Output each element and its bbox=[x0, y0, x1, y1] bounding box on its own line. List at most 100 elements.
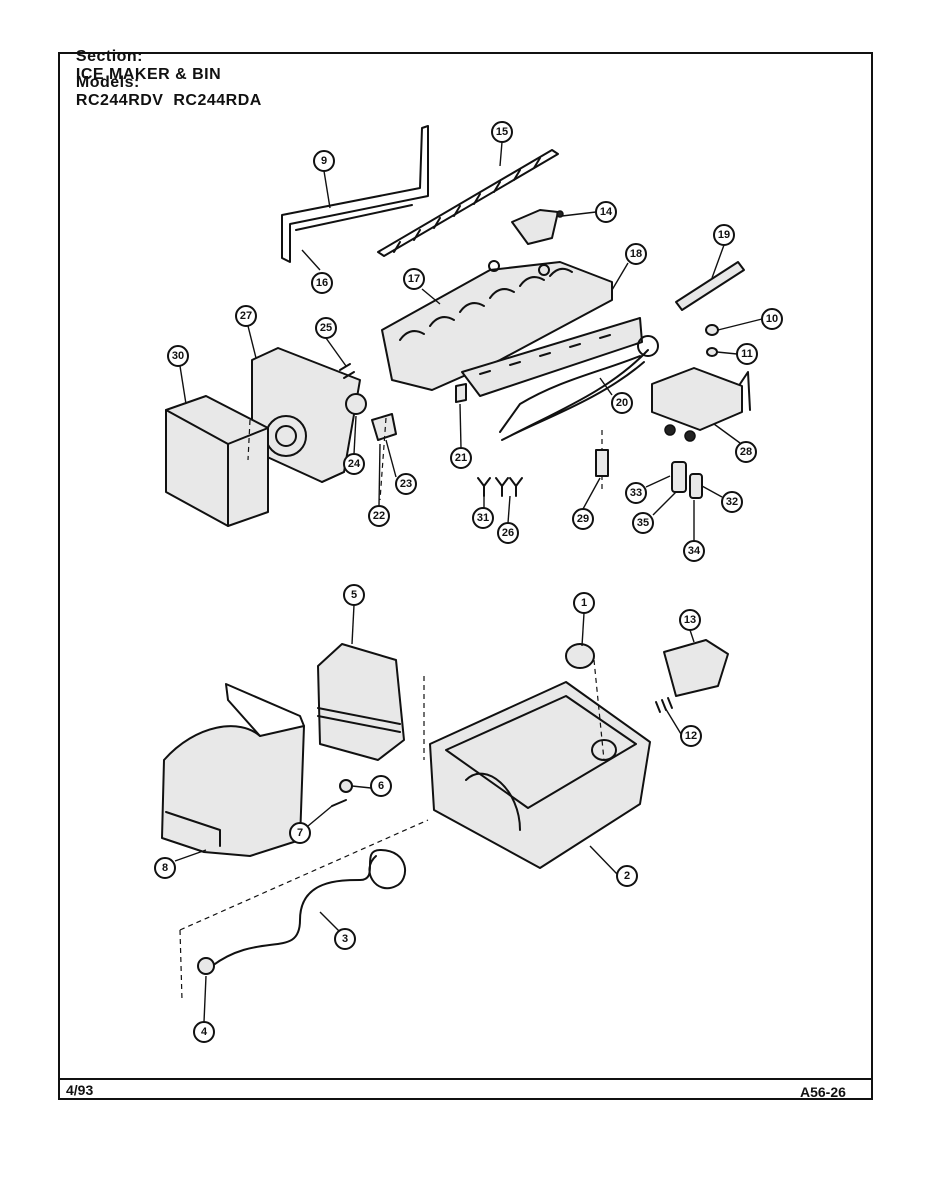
part-ice-bin bbox=[429, 681, 651, 869]
svg-text:16: 16 bbox=[316, 277, 328, 289]
models-value: RC244RDV RC244RDA bbox=[75, 92, 262, 109]
svg-text:27: 27 bbox=[240, 310, 252, 322]
callout-10: 10 bbox=[761, 308, 783, 330]
svg-text:29: 29 bbox=[577, 513, 589, 525]
callout-7: 7 bbox=[289, 822, 311, 844]
callout-29: 29 bbox=[572, 508, 594, 530]
callout-35: 35 bbox=[632, 512, 654, 534]
svg-text:31: 31 bbox=[477, 512, 489, 524]
svg-text:18: 18 bbox=[630, 248, 642, 260]
svg-text:7: 7 bbox=[297, 827, 303, 839]
callout-23: 23 bbox=[395, 473, 417, 495]
part-bin-front bbox=[161, 683, 305, 857]
callout-20: 20 bbox=[611, 392, 633, 414]
callout-22: 22 bbox=[368, 505, 390, 527]
svg-text:1: 1 bbox=[581, 597, 587, 609]
svg-text:23: 23 bbox=[400, 478, 412, 490]
part-stripper-clip bbox=[511, 209, 564, 245]
part-ice-mold bbox=[381, 260, 613, 391]
svg-text:11: 11 bbox=[741, 348, 753, 360]
callout-16: 16 bbox=[311, 272, 333, 294]
callout-13: 13 bbox=[679, 609, 701, 631]
svg-text:10: 10 bbox=[766, 313, 778, 325]
callout-31: 31 bbox=[472, 507, 494, 529]
part-cover bbox=[165, 395, 269, 527]
callout-21: 21 bbox=[450, 447, 472, 469]
callout-3: 3 bbox=[334, 928, 356, 950]
svg-text:22: 22 bbox=[373, 510, 385, 522]
callout-9: 9 bbox=[313, 150, 335, 172]
part-nut-screw bbox=[331, 779, 353, 807]
svg-text:9: 9 bbox=[321, 155, 327, 167]
callout-12: 12 bbox=[680, 725, 702, 747]
callout-28: 28 bbox=[735, 441, 757, 463]
callout-4: 4 bbox=[193, 1021, 215, 1043]
callout-18: 18 bbox=[625, 243, 647, 265]
svg-text:25: 25 bbox=[320, 322, 332, 334]
svg-text:3: 3 bbox=[342, 933, 348, 945]
part-fill-tube bbox=[675, 261, 745, 311]
svg-text:12: 12 bbox=[685, 730, 697, 742]
callout-34: 34 bbox=[683, 540, 705, 562]
part-auger-housing bbox=[317, 643, 405, 761]
svg-text:19: 19 bbox=[718, 229, 730, 241]
callout-6: 6 bbox=[370, 775, 392, 797]
callout-24: 24 bbox=[343, 453, 365, 475]
footer-date: 4/93 bbox=[66, 1082, 94, 1098]
svg-text:13: 13 bbox=[684, 614, 696, 626]
svg-text:4: 4 bbox=[201, 1026, 208, 1038]
svg-text:17: 17 bbox=[408, 273, 420, 285]
callout-32: 32 bbox=[721, 491, 743, 513]
svg-text:30: 30 bbox=[172, 350, 184, 362]
svg-text:33: 33 bbox=[630, 487, 642, 499]
svg-text:35: 35 bbox=[637, 517, 649, 529]
part-small-components bbox=[339, 363, 467, 441]
svg-text:34: 34 bbox=[688, 545, 701, 557]
part-fill-rail bbox=[461, 317, 643, 397]
callout-15: 15 bbox=[491, 121, 513, 143]
svg-text:24: 24 bbox=[348, 458, 361, 470]
svg-text:20: 20 bbox=[616, 397, 628, 409]
svg-text:14: 14 bbox=[600, 206, 613, 218]
part-switch bbox=[655, 639, 729, 713]
guide-lines bbox=[247, 417, 425, 760]
section-value: ICE MAKER & BIN bbox=[75, 66, 222, 83]
part-grommet bbox=[595, 430, 609, 490]
callout-2: 2 bbox=[616, 865, 638, 887]
svg-text:21: 21 bbox=[455, 452, 467, 464]
callout-27: 27 bbox=[235, 305, 257, 327]
models-header: Models: RC244RDV RC244RDA bbox=[66, 56, 262, 110]
callout-33: 33 bbox=[625, 482, 647, 504]
callout-30: 30 bbox=[167, 345, 189, 367]
svg-text:2: 2 bbox=[624, 870, 630, 882]
models-label: Models: bbox=[75, 74, 140, 91]
callout-14: 14 bbox=[595, 201, 617, 223]
svg-text:5: 5 bbox=[351, 589, 357, 601]
part-screws bbox=[477, 477, 523, 497]
part-heater bbox=[179, 819, 429, 1001]
svg-text:26: 26 bbox=[502, 527, 514, 539]
part-ejector-blade bbox=[377, 149, 559, 257]
svg-text:8: 8 bbox=[162, 862, 168, 874]
callout-19: 19 bbox=[713, 224, 735, 246]
svg-text:28: 28 bbox=[740, 446, 752, 458]
svg-text:15: 15 bbox=[496, 126, 508, 138]
svg-text:6: 6 bbox=[378, 780, 384, 792]
callout-8: 8 bbox=[154, 857, 176, 879]
callout-25: 25 bbox=[315, 317, 337, 339]
svg-text:32: 32 bbox=[726, 496, 738, 508]
callout-11: 11 bbox=[736, 343, 758, 365]
part-shutoff-arm bbox=[281, 125, 429, 263]
callout-17: 17 bbox=[403, 268, 425, 290]
callout-5: 5 bbox=[343, 584, 365, 606]
part-bushing bbox=[565, 643, 605, 761]
footer-code: A56-26 bbox=[800, 1084, 846, 1100]
callout-1: 1 bbox=[573, 592, 595, 614]
part-pins bbox=[671, 461, 703, 499]
part-fittings bbox=[705, 324, 719, 357]
diagram-frame bbox=[58, 52, 873, 1100]
callout-26: 26 bbox=[497, 522, 519, 544]
part-wire-harness bbox=[499, 335, 659, 441]
part-water-valve bbox=[651, 367, 751, 442]
